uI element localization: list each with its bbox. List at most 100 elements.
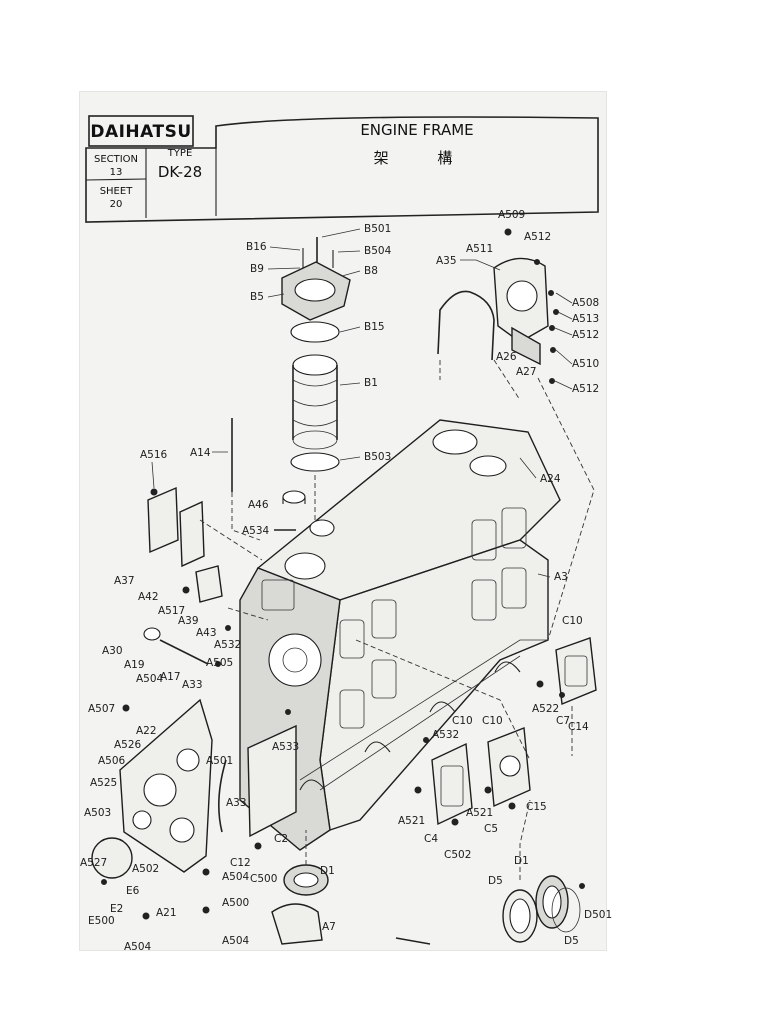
label-a504: A504	[124, 941, 152, 953]
liner-body	[292, 365, 338, 440]
label-a511: A511	[466, 243, 493, 255]
label-c15: C15	[526, 801, 547, 813]
shaft	[159, 639, 209, 665]
bolt-head	[101, 879, 107, 885]
inspection-cover	[247, 724, 297, 838]
door-panel	[564, 655, 588, 687]
round-cover	[91, 837, 133, 879]
bolt-head	[553, 309, 559, 315]
header-frame	[85, 116, 599, 223]
side-window	[339, 689, 365, 729]
small-cover	[195, 565, 223, 603]
label-a7: A7	[322, 921, 336, 933]
label-a521: A521	[398, 815, 425, 827]
label-a42: A42	[138, 591, 159, 603]
bolt-head	[504, 228, 512, 236]
label-b501: B501	[364, 223, 391, 235]
label-a26: A26	[496, 351, 517, 363]
cylinder-bore	[432, 429, 478, 455]
label-a509: A509	[498, 209, 525, 221]
liner-top	[292, 354, 338, 376]
gasket-plate	[147, 486, 179, 554]
label-a507: A507	[88, 703, 115, 715]
label-e2: E2	[110, 903, 123, 915]
side-window	[371, 659, 397, 699]
label-d501: D501	[584, 909, 612, 921]
part-labels: A509 A512 A511 A35 A508 A513 A512 A510 A…	[80, 209, 612, 953]
bolt-head	[559, 692, 565, 698]
label-a512: A512	[572, 383, 599, 395]
bolt-head	[579, 883, 585, 889]
side-window	[371, 599, 397, 639]
label-c10: C10	[562, 615, 583, 627]
o-ring	[290, 452, 340, 472]
bolt-head	[534, 259, 540, 265]
label-a525: A525	[90, 777, 117, 789]
label-a505: A505	[206, 657, 233, 669]
front-cover-port	[169, 817, 195, 843]
label-a533: A533	[272, 741, 299, 753]
label-a14: A14	[190, 447, 211, 459]
label-d5: D5	[488, 875, 503, 887]
bolt-head	[254, 842, 262, 850]
sheet-value: 20	[110, 199, 123, 210]
right-covers	[414, 637, 597, 826]
label-c14: C14	[568, 721, 589, 733]
label-c10: C10	[482, 715, 503, 727]
label-a532: A532	[432, 729, 459, 741]
side-window	[471, 519, 497, 561]
label-a506: A506	[98, 755, 126, 767]
label-b16: B16	[246, 241, 267, 253]
label-a19: A19	[124, 659, 145, 671]
label-a35: A35	[436, 255, 457, 267]
cylinder-bore	[309, 519, 335, 537]
end-cover-plate	[511, 326, 541, 366]
label-a512: A512	[572, 329, 599, 341]
label-b8: B8	[364, 265, 378, 277]
bolt-head	[142, 912, 150, 920]
label-a30: A30	[102, 645, 123, 657]
label-a37: A37	[114, 575, 135, 587]
front-panel	[261, 579, 295, 611]
type-value: DK-28	[158, 163, 202, 181]
cylinder-bore	[284, 552, 326, 580]
label-c10: C10	[452, 715, 473, 727]
guide-lines	[199, 359, 595, 880]
bolt-head	[202, 868, 210, 876]
label-c500: C500	[250, 873, 277, 885]
leader-lines	[151, 228, 573, 578]
sleeve	[282, 490, 306, 504]
label-c12: C12	[230, 857, 251, 869]
label-b1: B1	[364, 377, 378, 389]
sheet-label: SHEET	[100, 186, 134, 197]
label-a17: A17	[160, 671, 181, 683]
front-cover-port	[176, 748, 200, 772]
label-a522: A522	[532, 703, 559, 715]
label-a501: A501	[206, 755, 233, 767]
sleeve-body	[282, 497, 306, 504]
type-label: TYPE	[167, 148, 193, 159]
bolt-head	[549, 378, 555, 384]
label-a21: A21	[156, 907, 177, 919]
bolt-head	[285, 709, 291, 715]
label-a27: A27	[516, 366, 537, 378]
label-a513: A513	[572, 313, 599, 325]
label-c4: C4	[424, 833, 438, 845]
label-a33: A33	[226, 797, 247, 809]
side-window	[339, 619, 365, 659]
label-a503: A503	[84, 807, 111, 819]
bolt-head	[202, 906, 210, 914]
label-a516: A516	[140, 449, 168, 461]
bolt-head	[550, 347, 556, 353]
cylinder-stack	[231, 237, 351, 531]
side-window	[501, 507, 527, 549]
label-c7: C7	[556, 715, 570, 727]
label-c502: C502	[444, 849, 471, 861]
main-bearing-bore	[293, 872, 319, 888]
bolt-head	[150, 488, 158, 496]
cover-gasket	[437, 290, 495, 361]
label-a504: A504	[136, 673, 164, 685]
seal-ring	[290, 321, 340, 343]
thrust-ring	[551, 887, 581, 933]
label-d1: D1	[514, 855, 529, 867]
